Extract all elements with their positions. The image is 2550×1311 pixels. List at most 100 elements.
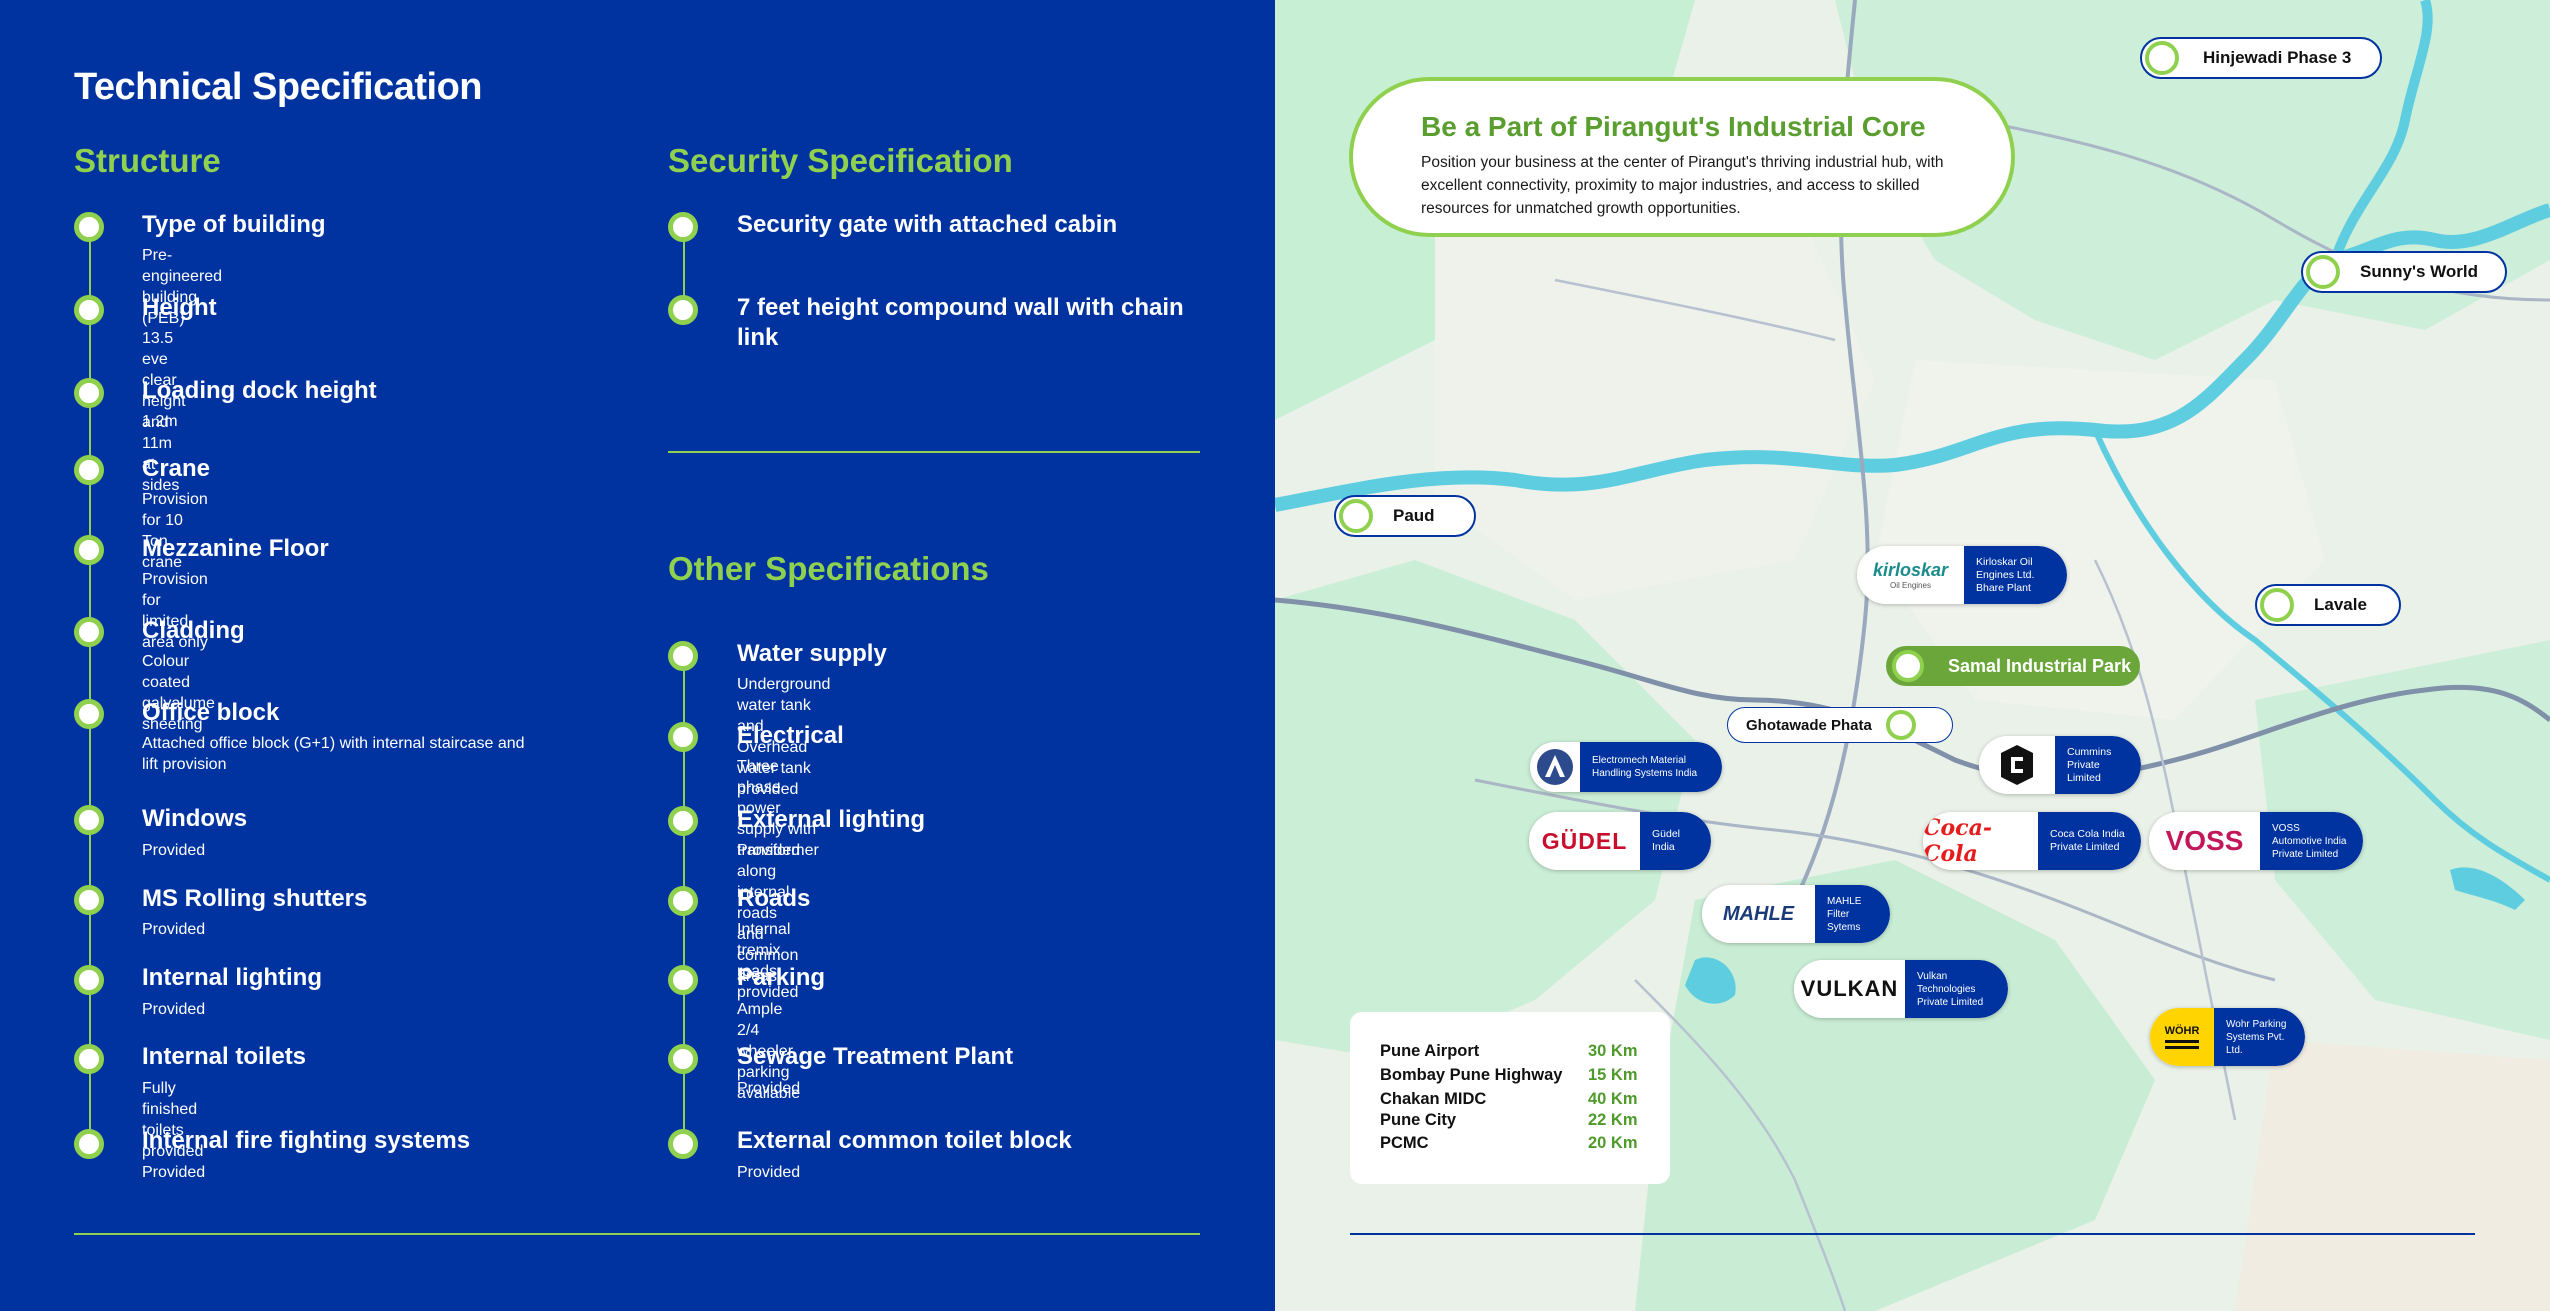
location-map-panel: Be a Part of Pirangut's Industrial Core … <box>1275 0 2550 1311</box>
wohr-logo: WÖHR <box>2150 1008 2214 1066</box>
company-kirloskar[interactable]: kirloskar Oil Engines Kirloskar Oil Engi… <box>1857 546 2067 604</box>
spec-title: Internal lighting <box>142 964 322 991</box>
forest-area <box>2255 640 2550 1040</box>
spec-title: Internal fire fighting systems <box>142 1127 471 1154</box>
bullet-dot <box>74 699 104 729</box>
bullet-dot <box>668 295 698 325</box>
location-dot-icon <box>2260 588 2294 622</box>
other-heading: Other Specifications <box>668 550 989 587</box>
security-heading: Security Specification <box>668 142 1013 179</box>
distance-place: Pune Airport <box>1380 1042 1480 1060</box>
distance-value: 22 Km <box>1588 1111 1638 1129</box>
place-label: Sunny's World <box>2360 262 2479 281</box>
spec-title: Mezzanine Floor <box>142 535 329 562</box>
bullet-dot <box>74 212 104 242</box>
spec-detail: Provided <box>142 842 206 859</box>
place-lavale[interactable]: Lavale <box>2255 584 2401 626</box>
location-dot-icon <box>1339 499 1373 533</box>
place-sunnys-world[interactable]: Sunny's World <box>2301 251 2507 293</box>
spec-detail: 13.5 eve clear height and 11m at sides <box>142 330 186 494</box>
industrial-core-callout: Be a Part of Pirangut's Industrial Core … <box>1349 77 2015 237</box>
company-name: Cummins Private Limited <box>2055 736 2141 794</box>
place-ghotawade-phata[interactable]: Ghotawade Phata <box>1727 707 1953 743</box>
company-name: Electromech Material Handling Systems In… <box>1580 742 1722 792</box>
company-name: Wohr Parking Systems Pvt. Ltd. <box>2214 1008 2305 1066</box>
spec-title: Type of building <box>142 211 326 238</box>
spec-title: Water supply <box>737 640 887 667</box>
bullet-dot <box>74 1129 104 1159</box>
bottom-divider <box>74 1233 1200 1235</box>
open-area <box>1435 200 1875 600</box>
spec-detail: Provided along internal roads and common… <box>737 842 801 985</box>
distance-place: Chakan MIDC <box>1380 1090 1487 1108</box>
forest-area <box>1635 860 2155 1311</box>
spec-title: Roads <box>737 885 811 912</box>
distance-place: Bombay Pune Highway <box>1380 1066 1563 1084</box>
bullet-dot <box>74 455 104 485</box>
spec-detail: Fully finished toilets provided <box>142 1080 204 1160</box>
bullet-dot <box>74 378 104 408</box>
location-dot-icon <box>2306 255 2340 289</box>
spec-title: Electrical <box>737 722 844 749</box>
open-area <box>2235 1040 2550 1311</box>
place-paud[interactable]: Paud <box>1334 495 1476 537</box>
spec-detail: Provided <box>142 921 206 938</box>
spec-detail: Ample 2/4 wheeler parking available <box>737 1001 801 1102</box>
company-mahle[interactable]: MAHLE MAHLE Filter Sytems <box>1702 885 1890 943</box>
spec-detail: Colour coated galvalume sheeting <box>142 653 215 733</box>
company-gudel[interactable]: GÜDEL Güdel India <box>1529 812 1711 870</box>
spec-detail: Provided <box>737 1080 801 1097</box>
highway <box>1275 597 2550 782</box>
spec-title: Office block <box>142 699 280 726</box>
bullet-dot <box>668 1044 698 1074</box>
spec-title: Parking <box>737 964 826 991</box>
road <box>1474 778 2276 982</box>
river <box>2330 0 2433 262</box>
spec-detail: Underground water tank and Overhead wate… <box>737 676 831 798</box>
company-vulkan[interactable]: VULKAN Vulkan Technologies Private Limit… <box>1794 960 2008 1018</box>
callout-title: Be a Part of Pirangut's Industrial Core <box>1421 111 1926 142</box>
location-dot-icon <box>1885 710 1916 740</box>
spec-detail: 1.2m <box>142 413 178 430</box>
samal-industrial-park-marker[interactable]: Samal Industrial Park <box>1886 646 2140 686</box>
place-label: Ghotawade Phata <box>1746 716 1872 734</box>
company-cummins[interactable]: Cummins Private Limited <box>1979 736 2141 794</box>
spec-title: Windows <box>142 805 248 832</box>
company-cocacola[interactable]: Coca-Cola Coca Cola India Private Limite… <box>1923 812 2141 870</box>
spec-detail: Provision for limited area only <box>142 571 208 651</box>
electromech-logo-icon <box>1530 742 1580 792</box>
company-voss[interactable]: VOSS VOSS Automotive India Private Limit… <box>2149 812 2363 870</box>
distance-table: Pune Airport 30 Km Bombay Pune Highway 1… <box>1350 1012 1670 1184</box>
bullet-dot <box>668 965 698 995</box>
spec-detail: Provided <box>737 1164 801 1181</box>
spec-title: Cladding <box>142 617 245 644</box>
open-area <box>1875 360 2325 720</box>
company-wohr[interactable]: WÖHR Wohr Parking Systems Pvt. Ltd. <box>2150 1008 2305 1066</box>
road <box>1974 118 2550 302</box>
bullet-dot <box>74 617 104 647</box>
structure-heading: Structure <box>74 142 221 179</box>
spec-title: MS Rolling shutters <box>142 885 368 912</box>
distance-place: PCMC <box>1380 1134 1429 1152</box>
mahle-logo: MAHLE <box>1702 885 1815 943</box>
spec-title: External common toilet block <box>737 1127 1072 1154</box>
place-hinjewadi[interactable]: Hinjewadi Phase 3 <box>2140 37 2382 79</box>
gudel-logo: GÜDEL <box>1529 812 1640 870</box>
distance-value: 40 Km <box>1588 1090 1638 1108</box>
spec-panel: Technical Specification Structure Type o… <box>74 66 1200 1235</box>
voss-logo: VOSS <box>2149 812 2260 870</box>
company-name: Vulkan Technologies Private Limited <box>1905 960 2008 1018</box>
bullet-dot <box>74 1044 104 1074</box>
bullet-dot <box>74 805 104 835</box>
company-name: Coca Cola India Private Limited <box>2038 812 2141 870</box>
company-electromech[interactable]: Electromech Material Handling Systems In… <box>1530 742 1722 792</box>
distance-place: Pune City <box>1380 1111 1457 1129</box>
place-label: Samal Industrial Park <box>1948 655 2132 676</box>
company-name: Güdel India <box>1640 812 1711 870</box>
bullet-dot <box>74 885 104 915</box>
spec-detail: Provision for 10 Ton crane <box>142 491 208 571</box>
distance-value: 30 Km <box>1588 1042 1638 1060</box>
structure-timeline <box>89 226 91 1144</box>
road <box>1554 278 1836 342</box>
bullet-dot <box>668 722 698 752</box>
